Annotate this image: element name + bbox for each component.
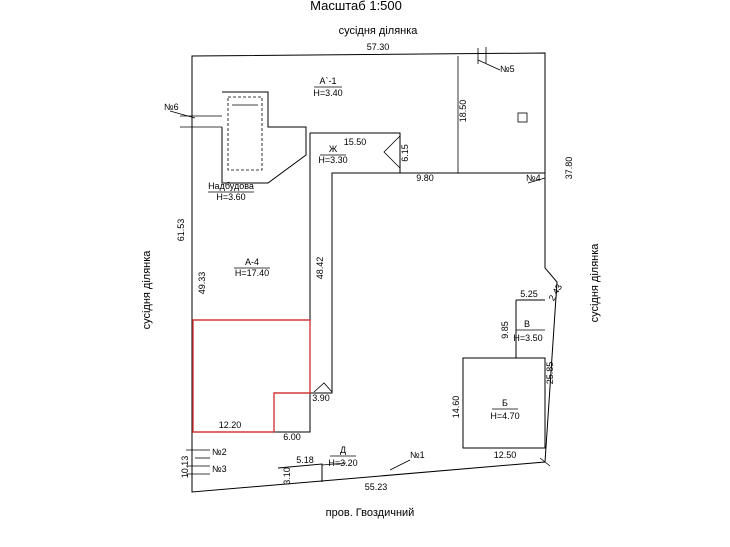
nadbudova-name: Надбудова [208,181,254,191]
well-square-icon [517,112,528,123]
v-name: В [524,319,530,329]
dim-3-10: 3.10 [282,467,292,485]
b-height: H=4.70 [490,411,519,421]
point-2: №2 [212,447,227,457]
zh-chevron [383,135,401,169]
building-v-outline [515,299,545,359]
highlighted-area [192,319,311,433]
dim-37-80: 37.80 [564,157,574,180]
dim-57-30: 57.30 [367,42,390,52]
dim-5-18: 5.18 [296,455,314,465]
dim-3-90: 3.90 [312,393,330,403]
b-name: Б [502,398,508,408]
dim-49-33: 49.33 [197,272,207,295]
a4-chevron [313,382,333,393]
leader-4 [527,177,546,184]
dim-6-00: 6.00 [283,432,301,442]
zh-height: H=3.30 [318,155,347,165]
leader-1 [389,459,411,471]
dim-25-85: 25.85 [545,362,555,385]
dim-6-15: 6.15 [400,144,410,162]
building-d-outline [277,463,323,482]
dim-12-20: 12.20 [219,420,242,430]
a1-name: А`-1 [319,76,336,86]
leader-5 [477,59,501,71]
a1-height: H=3.40 [313,88,342,98]
dim-2-43: 2.43 [547,282,564,302]
a4-name: А-4 [245,257,259,267]
nadbudova-roof-dashed [227,96,263,171]
dim-9-80: 9.80 [416,173,434,183]
dim-5-25: 5.25 [520,289,538,299]
dim-12-50: 12.50 [494,450,517,460]
building-b-outline [462,357,546,449]
dim-15-50: 15.50 [344,137,367,147]
plot-boundary [191,52,558,493]
nadbudova-height: H=3.60 [216,192,245,202]
leader-6 [169,110,196,119]
point-4: №4 [526,173,541,183]
neighbor-left: сусідня ділянка [141,250,153,330]
dim-9-85: 9.85 [500,321,510,339]
d-name: Д [340,445,346,455]
building-d-divider [321,462,347,466]
nadbudova-frame [221,91,307,184]
dim-61-53: 61.53 [176,219,186,242]
dim-10-13: 10.13 [180,456,190,479]
d-height: H=3.20 [328,458,357,468]
a4-height: H=17.40 [235,268,269,278]
dim-48-42: 48.42 [315,257,325,280]
zh-name: Ж [329,144,338,154]
point-3: №3 [212,464,227,474]
dim-55-23: 55.23 [365,482,388,492]
dim-18-50: 18.50 [458,100,468,123]
neighbor-right: сусідня ділянка [589,243,601,323]
point-1: №1 [410,450,425,460]
v-height: H=3.50 [513,333,542,343]
street-name: пров. Гвоздичний [326,507,415,519]
neighbor-top: сусідня ділянка [339,25,419,37]
corner-mark-br [539,457,551,467]
dim-14-60: 14.60 [451,396,461,419]
main-building-outline [191,127,545,433]
point-5: №5 [500,64,515,74]
scale-title: Масштаб 1:500 [310,0,402,13]
point-6: №6 [164,102,179,112]
